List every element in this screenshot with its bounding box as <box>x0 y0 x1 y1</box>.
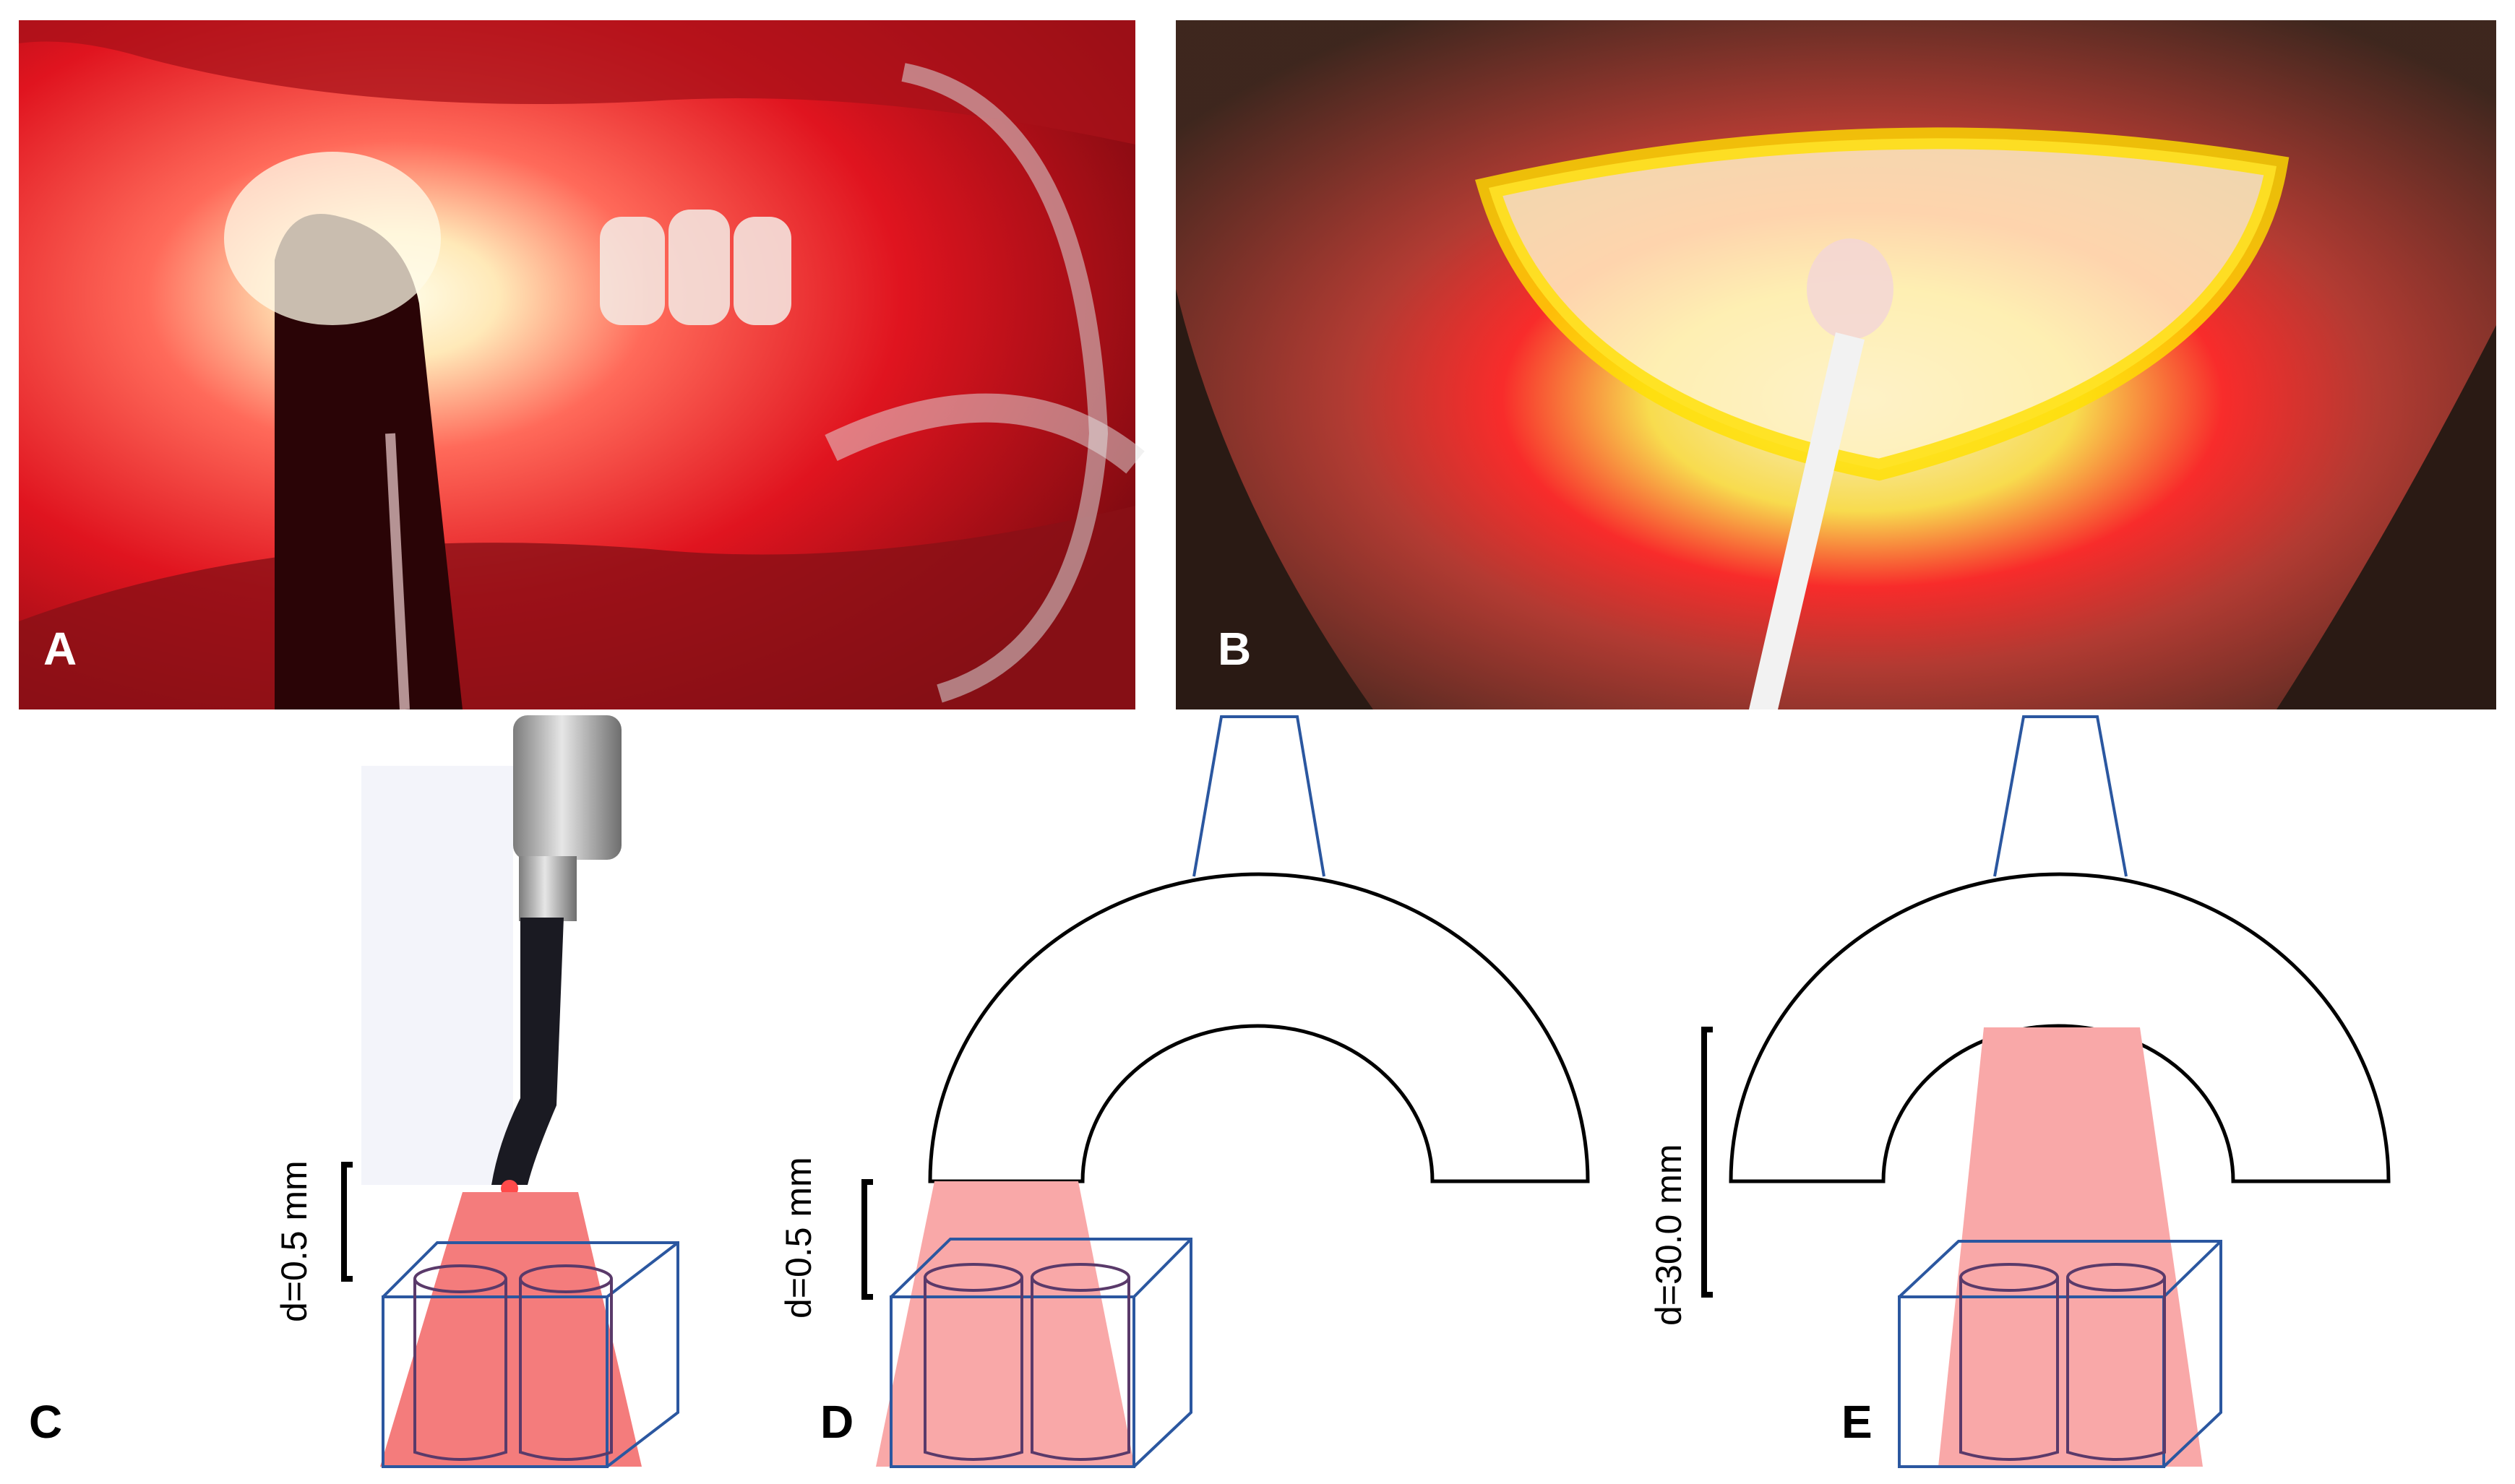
panel-e-letter: E <box>1841 1396 1873 1448</box>
connector <box>1192 715 1325 877</box>
cuvette-box <box>890 1238 1192 1468</box>
panel-d-diagram: d=0.5 mm <box>778 715 1590 1468</box>
distance-bracket <box>1701 1027 1713 1298</box>
handpiece-metal-collar <box>519 856 577 921</box>
panel-c-diagram: d=0.5 mm <box>274 715 679 1468</box>
panel-c-letter: C <box>29 1396 62 1448</box>
sample-tubes <box>1959 1263 2166 1461</box>
connector <box>1993 715 2128 877</box>
sample-tubes <box>924 1263 1130 1461</box>
handpiece-metal-body <box>513 715 622 860</box>
panel-b-photo <box>1176 20 2496 709</box>
arch-mouthpiece <box>928 872 1590 1183</box>
light-beam <box>380 1192 642 1467</box>
panel-b-letter: B <box>1218 623 1251 675</box>
light-beam <box>1938 1027 2203 1467</box>
panel-e-diagram: d=30.0 mm <box>1648 715 2391 1468</box>
distance-label: d=0.5 mm <box>274 1160 314 1322</box>
panel-a-photo <box>19 20 1145 710</box>
panel-c-photo-background <box>361 766 513 1185</box>
light-beam <box>876 1181 1135 1467</box>
distance-bracket <box>861 1179 873 1300</box>
panel-a-letter: A <box>43 623 77 675</box>
distance-bracket <box>341 1162 353 1282</box>
cuvette-box <box>382 1241 679 1468</box>
light-guide-tip <box>491 918 564 1185</box>
distance-label: d=30.0 mm <box>1648 1144 1689 1326</box>
sample-tubes <box>413 1264 613 1461</box>
distance-label: d=0.5 mm <box>778 1157 819 1319</box>
panel-d-letter: D <box>820 1396 854 1448</box>
